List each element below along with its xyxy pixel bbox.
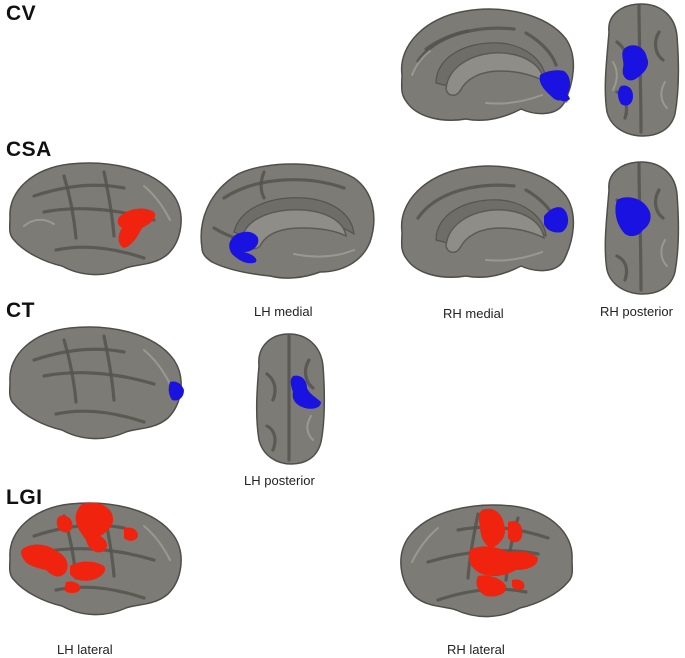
lgi-rh-lateral-brain (400, 504, 574, 618)
cv-rh-medial-brain (400, 8, 575, 121)
row-label-cv: CV (6, 2, 37, 25)
label-lh-lateral: LH lateral (57, 642, 113, 657)
label-lh-medial: LH medial (254, 304, 313, 319)
row-label-csa: CSA (6, 138, 52, 161)
csa-rh-medial-brain (400, 165, 575, 278)
ct-lh-lateral-brain (8, 326, 184, 440)
label-rh-medial: RH medial (443, 306, 504, 321)
row-label-ct: CT (6, 299, 35, 322)
label-rh-posterior: RH posterior (600, 304, 673, 319)
csa-lh-lateral-brain (8, 162, 182, 276)
csa-lh-medial-brain (200, 163, 375, 279)
label-lh-posterior: LH posterior (244, 473, 315, 488)
label-rh-lateral: RH lateral (447, 642, 505, 657)
cv-rh-posterior-brain (604, 3, 680, 137)
csa-rh-posterior-brain (604, 161, 680, 295)
row-label-lgi: LGI (6, 486, 43, 509)
ct-lh-posterior-brain (255, 333, 326, 465)
lgi-lh-lateral-brain (8, 502, 182, 616)
